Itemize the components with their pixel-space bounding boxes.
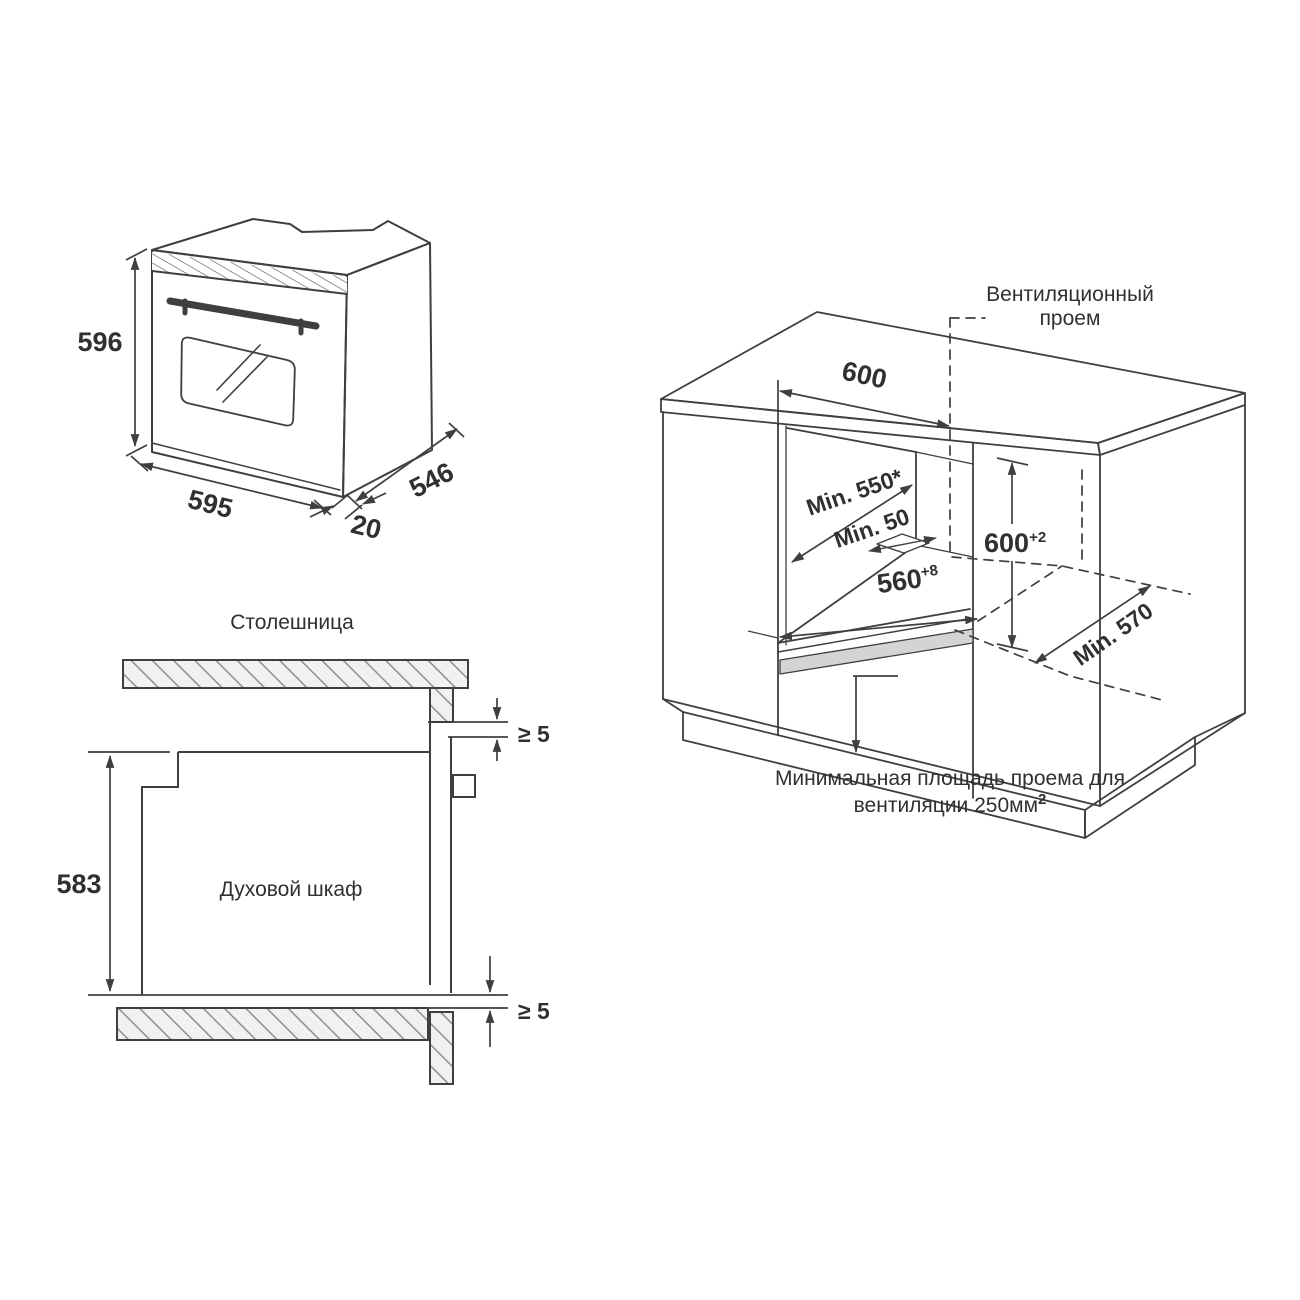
plinth-right (1084, 736, 1196, 839)
dim-min550-line (791, 484, 913, 563)
dim-20-tick-2 (344, 504, 363, 520)
section-mount-tab (452, 774, 476, 798)
oven-right-face (342, 242, 433, 498)
dim-595-tick-left (130, 455, 149, 472)
dim-min50-line (867, 536, 938, 553)
hidden-lines (949, 317, 1191, 701)
oven-front-face (151, 249, 348, 498)
cabinet-3d-view (660, 311, 1246, 839)
section-countertop-bar (122, 659, 469, 689)
dim-596-tick-bottom (125, 444, 148, 457)
dim-20-tick-1 (331, 493, 350, 509)
oven-handle (166, 297, 320, 330)
countertop-front-edge (660, 398, 1101, 456)
oven-3d-view (151, 218, 433, 498)
vent-slot-strip (779, 628, 974, 675)
dim-600h-label: 600+2 (984, 528, 1046, 558)
hidden-floor-front-extension (954, 629, 1163, 701)
oven-glass-reflection-2 (222, 356, 268, 403)
niche-back-wall-top (915, 451, 974, 465)
dim-546-line (355, 428, 458, 502)
dim-600h-tick-top (996, 457, 1029, 466)
countertop-right-edge (1097, 392, 1246, 456)
oven-vent-strip (152, 252, 347, 294)
dim-20-arrow-right (362, 492, 387, 505)
section-bottom-block (429, 1011, 454, 1085)
gap-bottom-label: ≥ 5 (518, 998, 550, 1024)
cabinet-bottom-front-edge (662, 698, 1101, 807)
vent-opening-label-line1: Вентиляционный (986, 283, 1154, 306)
oven-door-bottom-line (151, 442, 341, 491)
cabinet-dimensions (747, 380, 1151, 754)
dim-560-label: 560+8 (875, 561, 941, 599)
cabinet-right-bottom-edge (1099, 712, 1246, 807)
oven-glass-reflection-1 (216, 344, 261, 391)
oven-panel-line (151, 270, 348, 295)
dim-595-line (139, 462, 324, 510)
oven-door-window (180, 336, 296, 427)
dim-583-label: 583 (56, 869, 101, 899)
dim-560-extension (747, 630, 779, 639)
dim-min570-label: Min. 570 (1068, 597, 1157, 670)
dim-600-line (778, 389, 951, 428)
dim-min570-line (1034, 585, 1151, 664)
dim-20-arrow-left (309, 505, 334, 518)
section-top-block (429, 687, 454, 723)
gap-top-label: ≥ 5 (518, 721, 550, 747)
section-shelf-bar (116, 1007, 429, 1041)
dim-600-label: 600 (839, 356, 889, 395)
dim-20-label: 20 (348, 509, 384, 545)
plinth-connector-left (662, 698, 684, 713)
dim-596-tick-top (125, 248, 148, 261)
vent-caption-line1: Минимальная площадь проема для (775, 767, 1125, 790)
hidden-floor-back-extension (951, 556, 1191, 595)
vent-opening-label-line2: проем (1040, 307, 1101, 330)
niche-floor-back-edge (915, 544, 974, 558)
section-oven-step (141, 752, 179, 995)
hidden-floor-right-edge (977, 565, 1063, 622)
oven-dimensions (125, 248, 465, 520)
niche-left-wall-top (786, 427, 917, 453)
vent-caption-line2: вентиляции 250мм2 (854, 791, 1047, 817)
section-view (88, 659, 508, 1085)
dim-595-label: 595 (185, 484, 236, 524)
dim-546-label: 546 (405, 457, 459, 504)
section-countertop-label: Столешница (230, 611, 354, 634)
section-oven-label: Духовой шкаф (220, 878, 363, 901)
dim-560-line (778, 615, 979, 641)
dim-596-label: 596 (77, 327, 122, 357)
plinth-connector-right (1194, 712, 1246, 738)
